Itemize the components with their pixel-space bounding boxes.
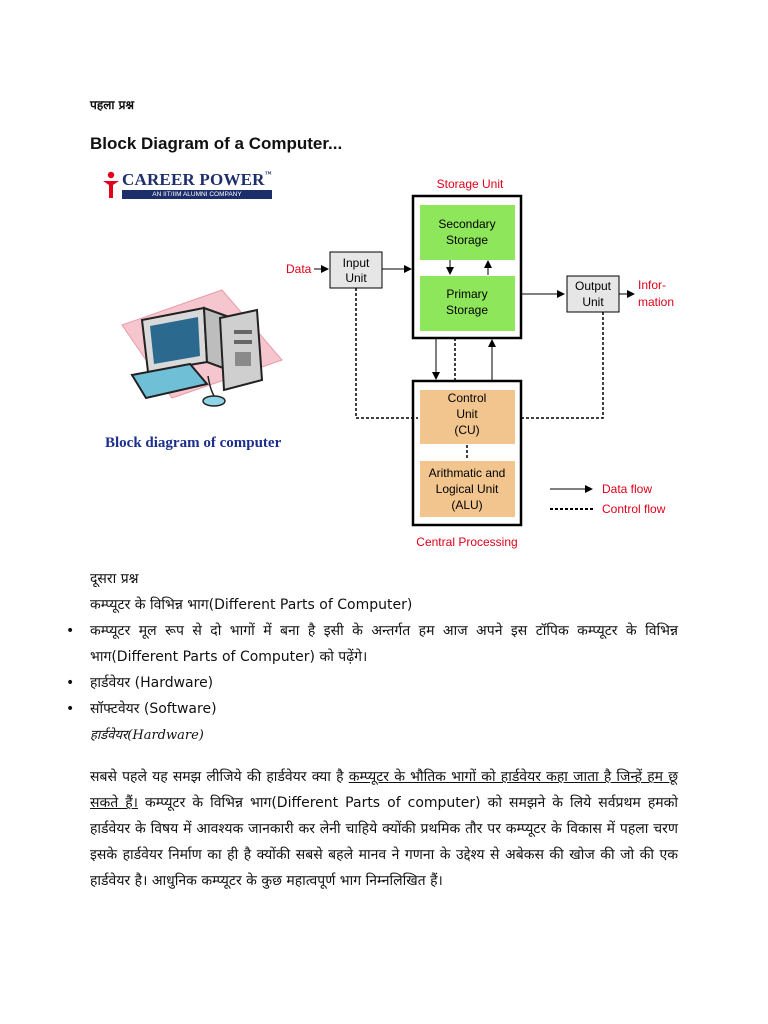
logo-figure-icon <box>103 171 119 198</box>
secondary-line2: Storage <box>446 233 488 247</box>
legend-control-flow: Control flow <box>602 502 666 516</box>
input-unit-box <box>329 251 383 289</box>
bullet-text: सॉफ्टवेयर (Software) <box>90 701 217 717</box>
output-unit-box <box>566 275 620 313</box>
question-one-label: पहला प्रश्न <box>90 98 134 112</box>
page-title: Block Diagram of a Computer... <box>90 134 343 153</box>
central-processing-label: Central Processing <box>416 535 517 549</box>
storage-unit-label: Storage Unit <box>437 177 504 191</box>
control-line1: Control <box>448 391 487 405</box>
bullet-dot: • <box>66 623 75 639</box>
block-diagram: Storage Unit Secondary Storage Primary S… <box>286 177 674 549</box>
logo-brand-text: CAREER POWER™ <box>122 170 272 189</box>
question-two-label: दूसरा प्रश्न <box>90 571 139 587</box>
output-line2: Unit <box>582 295 604 309</box>
primary-line1: Primary <box>446 287 487 301</box>
input-line1: Input <box>343 256 370 270</box>
para-start: सबसे पहले यह समझ लीजिये की हार्डवेयर क्य… <box>90 769 344 785</box>
para-underlined: कम्प्यूटर के भौतिक भागों को हार्डवेयर कह… <box>90 769 679 811</box>
section-subtitle: कम्प्यूटर के विभिन्न भाग(Different Parts… <box>90 597 413 613</box>
bullet-dot: • <box>66 701 75 717</box>
legend-data-flow: Data flow <box>602 482 652 496</box>
secondary-storage-box <box>420 205 515 260</box>
data-label: Data <box>286 262 312 276</box>
alu-line3: (ALU) <box>451 498 482 512</box>
para-rest: कम्प्यूटर के विभिन्न भाग(Different Parts… <box>90 795 679 889</box>
control-line3: (CU) <box>454 423 479 437</box>
primary-line2: Storage <box>446 303 488 317</box>
computer-clipart <box>121 289 283 407</box>
output-line1: Output <box>575 279 612 293</box>
hardware-paragraph: सबसे पहले यह समझ लीजिये की हार्डवेयर क्य… <box>90 764 678 894</box>
diagram-caption: Block diagram of computer <box>105 435 282 451</box>
control-line2: Unit <box>456 407 478 421</box>
alu-line1: Arithmatic and <box>429 466 506 480</box>
bullet-text: हार्डवेयर (Hardware) <box>90 675 214 691</box>
control-unit-box <box>420 390 515 444</box>
secondary-line1: Secondary <box>438 217 495 231</box>
hardware-heading: हार्डवेयर(Hardware) <box>90 728 204 743</box>
alu-line2: Logical Unit <box>436 482 499 496</box>
bullet-text: कम्प्यूटर मूल रूप से दो भागों में बना है… <box>90 623 678 665</box>
bullet-dot: • <box>66 675 75 691</box>
primary-storage-box <box>420 276 515 331</box>
information-line2: mation <box>638 295 674 309</box>
logo-tagline: AN IIT/IIM ALUMNI COMPANY <box>122 190 272 199</box>
alu-box <box>420 461 515 517</box>
information-line1: Infor- <box>638 278 666 292</box>
input-line2: Unit <box>345 271 367 285</box>
career-power-logo: CAREER POWER™ AN IIT/IIM ALUMNI COMPANY <box>100 170 275 202</box>
